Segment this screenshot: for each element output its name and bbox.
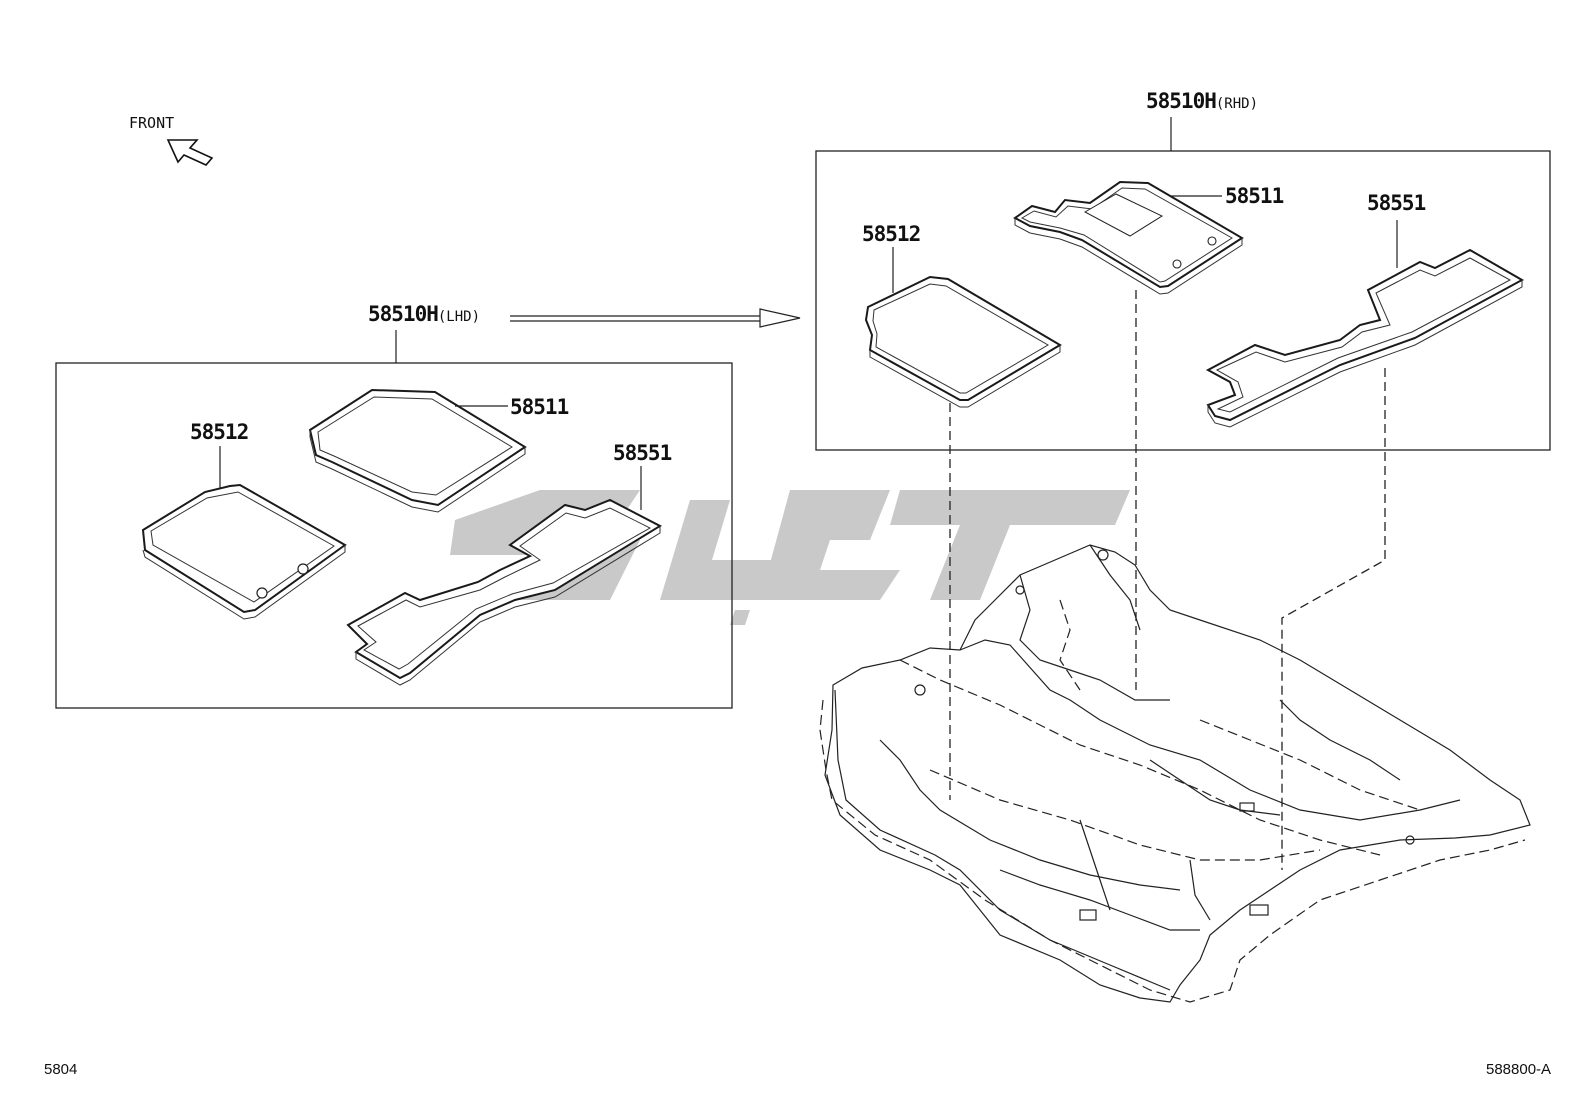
lhd-set-number: 58510H xyxy=(368,302,439,326)
rhd-rear-mat-label: 58512 xyxy=(862,222,921,246)
lhd-set-box xyxy=(55,362,733,709)
rhd-mat-58511 xyxy=(1013,180,1244,295)
front-label: FRONT xyxy=(129,114,175,132)
lhd-front-mat-label: 58511 xyxy=(510,395,569,419)
rhd-set-suffix: (RHD) xyxy=(1215,96,1259,112)
lhd-set-suffix: (LHD) xyxy=(437,309,481,325)
rhd-set-number: 58510H xyxy=(1146,89,1217,113)
lhd-rear-long-mat-label: 58551 xyxy=(613,441,672,465)
rhd-mat-58551 xyxy=(1205,248,1525,428)
rhd-rear-long-mat-label: 58551 xyxy=(1367,191,1426,215)
vehicle-floor-panel xyxy=(819,544,1531,1003)
double-arrow-right-icon xyxy=(510,308,801,328)
rhd-set-label: 58510H(RHD) xyxy=(1146,89,1258,113)
dashed-reference-lines xyxy=(949,290,1386,870)
rhd-set-box xyxy=(815,150,1551,451)
lhd-mat-58551 xyxy=(346,498,663,686)
lhd-mat-58511 xyxy=(308,388,527,513)
page-code-right: 588800-A xyxy=(1486,1061,1552,1078)
lhd-rear-mat-label: 58512 xyxy=(190,420,249,444)
rhd-front-mat-label: 58511 xyxy=(1225,184,1284,208)
lhd-set-label: 58510H(LHD) xyxy=(368,302,480,326)
page-code-left: 5804 xyxy=(44,1061,78,1078)
lhd-mat-58512 xyxy=(141,483,347,620)
rhd-mat-58512 xyxy=(864,275,1062,408)
front-arrow-icon xyxy=(166,139,214,166)
